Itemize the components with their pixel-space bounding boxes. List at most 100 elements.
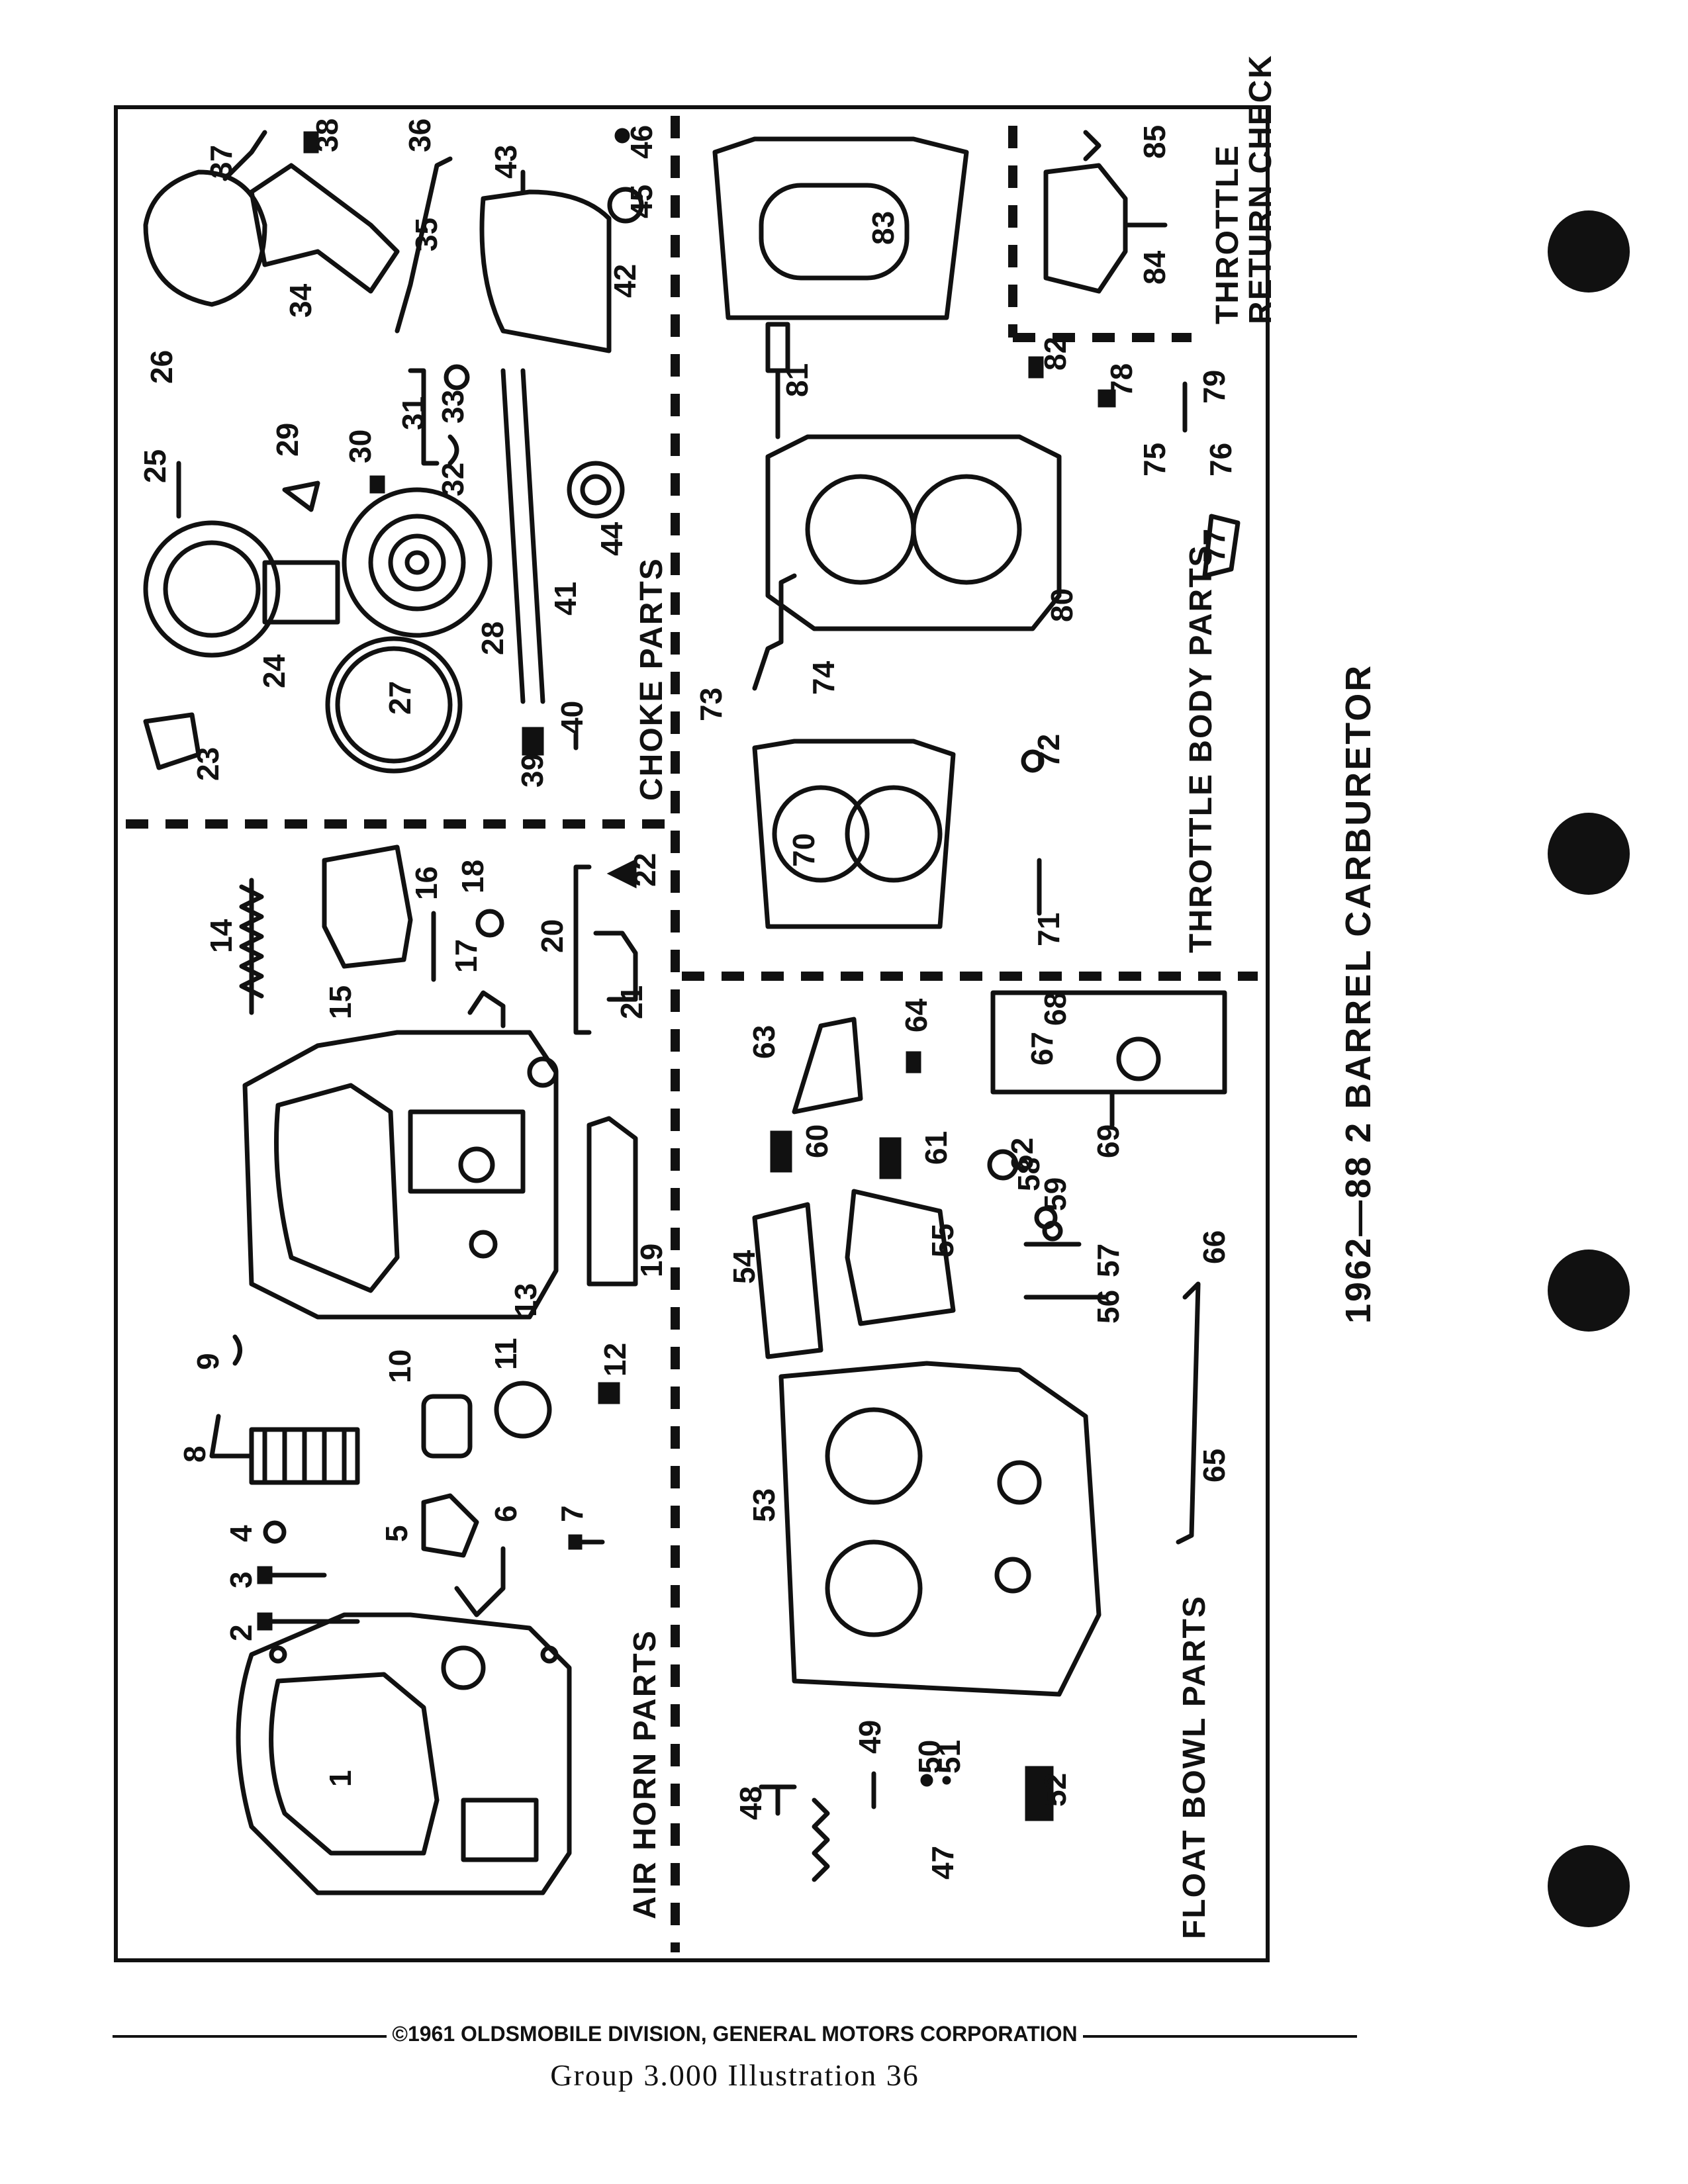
part-83-gasket (712, 136, 969, 320)
part-26-cover (143, 169, 267, 307)
part-number: 45 (624, 185, 659, 218)
part-18-gasket (475, 909, 504, 938)
part-65-rod (1176, 1281, 1201, 1545)
part-59-washer (1042, 1220, 1063, 1242)
part-74-link (752, 573, 797, 691)
binder-hole (1548, 1845, 1630, 1927)
part-number: 29 (270, 423, 305, 457)
part-number: 48 (733, 1786, 768, 1820)
part-number: 4 (224, 1525, 258, 1542)
part-41-choke-shaft (500, 368, 545, 704)
part-number: 52 (1038, 1773, 1072, 1807)
page-title: 1962—88 2 BARREL CARBURETOR (1338, 664, 1378, 1324)
part-number: 17 (449, 939, 483, 973)
part-70-gasket (752, 739, 956, 929)
part-number: 72 (1031, 734, 1066, 768)
part-number: 19 (634, 1244, 669, 1277)
part-number: 74 (806, 660, 841, 695)
part-78-screw (1098, 389, 1116, 408)
part-48-pump-check (759, 1784, 797, 1816)
part-number: 77 (1197, 529, 1231, 563)
part-77-lever (1202, 514, 1241, 578)
section-label-air-horn: AIR HORN PARTS (628, 1629, 663, 1919)
part-number: 54 (727, 1250, 761, 1284)
part-number: 59 (1038, 1177, 1072, 1211)
part-4-washer (263, 1520, 287, 1544)
part-10-plug (421, 1394, 473, 1459)
part-number: 37 (204, 145, 238, 179)
part-number: 47 (925, 1846, 960, 1880)
part-number: 63 (747, 1025, 781, 1059)
part-number: 76 (1203, 443, 1238, 477)
part-85-nut (1083, 130, 1102, 161)
part-number: 50 (912, 1740, 947, 1774)
part-80-throttle-body (765, 434, 1062, 631)
part-9-clip (232, 1334, 242, 1366)
part-number: 1 (323, 1770, 357, 1787)
part-44-lever (567, 461, 625, 519)
part-number: 34 (283, 283, 318, 318)
part-number: 15 (323, 985, 357, 1019)
part-number: 9 (191, 1353, 225, 1370)
part-81-idle-screw (765, 322, 790, 439)
part-number: 31 (396, 396, 430, 430)
part-number: 55 (925, 1224, 960, 1257)
part-14-spring (239, 878, 264, 1015)
part-84-return-check (1043, 163, 1168, 294)
illustration-caption: Group 3.000 Illustration 36 (550, 2058, 919, 2092)
part-number: 23 (191, 747, 225, 781)
part-number: 46 (624, 125, 659, 159)
part-82-spring (1028, 356, 1044, 379)
part-61-jet (879, 1137, 902, 1179)
part-number: 22 (628, 853, 662, 887)
part-number: 10 (383, 1349, 417, 1383)
copyright-text: ©1961 OLDSMOBILE DIVISION, GENERAL MOTOR… (387, 2022, 1083, 2046)
part-1-gasket (236, 1612, 572, 1895)
part-number: 84 (1137, 250, 1172, 285)
part-number: 53 (747, 1488, 781, 1522)
part-number: 8 (177, 1445, 212, 1463)
part-number: 14 (204, 919, 238, 953)
part-number: 81 (780, 363, 814, 397)
part-37-link (222, 130, 267, 181)
part-69-box (990, 990, 1227, 1095)
part-number: 11 (489, 1338, 523, 1370)
part-number: 49 (853, 1720, 887, 1754)
part-11-gasket (494, 1381, 552, 1439)
part-27-gasket (325, 636, 463, 774)
part-number: 27 (383, 681, 417, 715)
part-number: 82 (1038, 337, 1072, 371)
part-51-ball (942, 1776, 951, 1785)
part-number: 73 (694, 688, 728, 721)
part-number: 67 (1025, 1032, 1059, 1066)
part-52-jet (1025, 1766, 1054, 1821)
part-32-clip (447, 434, 459, 466)
part-33-washer (444, 364, 470, 390)
part-45-plug (607, 187, 644, 224)
part-53-float-bowl (778, 1361, 1102, 1697)
part-number: 60 (800, 1124, 834, 1158)
part-62-washer (987, 1149, 1019, 1181)
part-number: 66 (1197, 1230, 1231, 1264)
part-13-air-horn (242, 1030, 559, 1320)
copyright-rule: ©1961 OLDSMOBILE DIVISION, GENERAL MOTOR… (113, 2022, 1357, 2048)
part-number: 36 (402, 118, 437, 152)
part-55-pump-lever (845, 1189, 956, 1326)
part-35-rod (395, 156, 453, 334)
part-number: 64 (899, 998, 933, 1032)
page-footer: ©1961 OLDSMOBILE DIVISION, GENERAL MOTOR… (113, 2022, 1357, 2093)
part-number: 69 (1091, 1124, 1125, 1158)
part-number: 70 (786, 833, 821, 867)
part-number: 2 (224, 1624, 258, 1641)
part-7-screw (568, 1534, 605, 1550)
part-number: 75 (1137, 443, 1172, 477)
part-number: 43 (489, 145, 523, 179)
part-60-jet (770, 1130, 792, 1173)
part-3-screw (257, 1566, 327, 1584)
part-8-pump-plunger (209, 1414, 360, 1485)
part-number: 61 (919, 1131, 953, 1165)
diagram-frame (114, 105, 1270, 1962)
part-number: 39 (515, 754, 549, 788)
part-number: 3 (224, 1571, 258, 1588)
